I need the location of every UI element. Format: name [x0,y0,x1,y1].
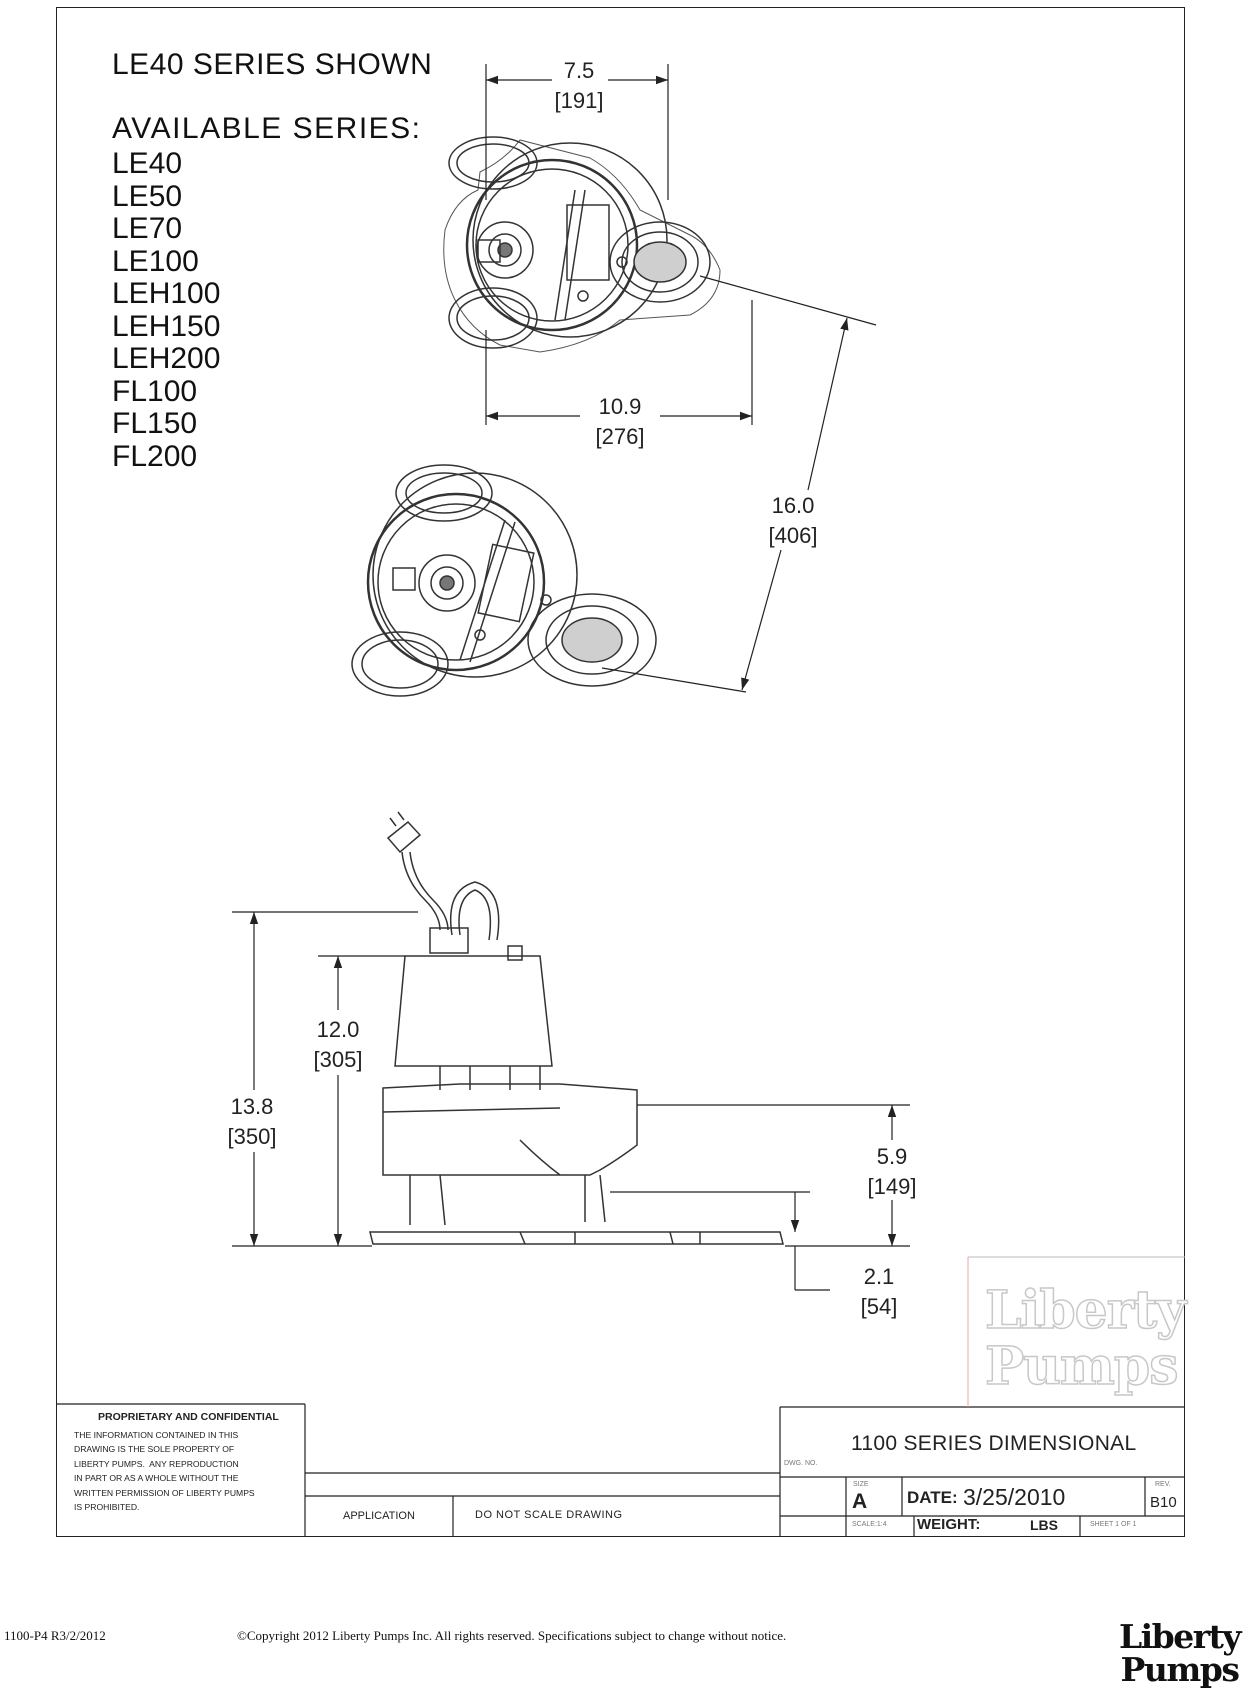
dim-height-body-in: 12.0 [316,1017,360,1042]
available-series-label: AVAILABLE SERIES: [112,112,422,145]
dim-height-total-mm: [350] [227,1124,277,1149]
weight-unit: LBS [1030,1517,1058,1533]
dwg-no-label: DWG. NO. [784,1460,818,1467]
dim-height-body: 12.0 [305] [302,1015,374,1075]
dim-diagonal-mm: [406] [768,523,818,548]
pump-side-view [369,811,784,1245]
sheet-label: SHEET 1 OF 1 [1090,1521,1137,1528]
dim-height-inlet-in: 5.9 [876,1144,908,1169]
logo-line-1: Liberty [984,1280,1187,1341]
dim-height-inlet: 5.9 [149] [852,1142,932,1202]
series-item: LE50 [112,179,183,213]
dim-top-width-mm: [191] [554,88,604,113]
dim-top-width: 7.5 [191] [554,56,604,116]
series-item: LE100 [112,244,199,278]
size-value: A [852,1490,868,1513]
date-value: 3/25/2010 [963,1484,1066,1510]
series-item: LEH100 [112,277,221,310]
logo-small-line-1: Liberty [1118,1617,1242,1656]
series-shown-label: LE40 SERIES SHOWN [112,48,433,81]
dim-base-height-mm: [54] [860,1294,898,1319]
dimension-lines [232,64,910,1291]
pump-top-view-upper [443,136,721,353]
dim-base-height-in: 2.1 [863,1264,895,1289]
size-label: SIZE [853,1481,869,1488]
proprietary-title: PROPRIETARY AND CONFIDENTIAL [98,1411,279,1423]
series-item: LE70 [112,212,183,245]
liberty-pumps-logo: Liberty Pumps [1117,1620,1242,1686]
pump-top-view-lower [351,464,657,697]
logo-small-line-2: Pumps [1120,1650,1240,1689]
copyright-notice: ©Copyright 2012 Liberty Pumps Inc. All r… [237,1628,787,1643]
proprietary-body: THE INFORMATION CONTAINED IN THIS DRAWIN… [74,1430,255,1513]
rev-value: B10 [1150,1494,1177,1511]
document-code: 1100-P4 R3/2/2012 [4,1628,106,1643]
scale-label: SCALE:1:4 [852,1521,887,1528]
drawing-frame [56,7,1185,1537]
dim-bottom-width-in: 10.9 [598,394,642,419]
series-item: FL150 [112,407,198,440]
liberty-pumps-watermark-logo: Liberty Pumps [984,1280,1187,1397]
dim-bottom-width: 10.9 [276] [582,392,658,452]
drawing-title: 1100 SERIES DIMENSIONAL [851,1432,1137,1455]
application-label: APPLICATION [343,1510,415,1522]
series-item: LEH200 [112,342,221,375]
dim-diagonal: 16.0 [406] [755,491,831,551]
dim-bottom-width-mm: [276] [595,424,645,449]
dim-diagonal-in: 16.0 [771,493,815,518]
series-item: LE40 [112,147,183,180]
dim-base-height: 2.1 [54] [846,1262,912,1322]
do-not-scale-label: DO NOT SCALE DRAWING [475,1509,623,1521]
dim-height-inlet-mm: [149] [867,1174,917,1199]
logo-line-2: Pumps [984,1336,1179,1397]
series-item: FL100 [112,374,198,408]
dim-height-body-mm: [305] [313,1047,363,1072]
dim-top-width-in: 7.5 [563,58,595,83]
title-block-grid [56,1256,1185,1537]
series-list: LE40 LE50 LE70 LE100 LEH100 LEH150 LEH20… [112,147,221,473]
rev-label: REV. [1155,1481,1171,1488]
series-item: LEH150 [112,309,221,343]
dim-height-total-in: 13.8 [230,1094,274,1119]
dim-height-total: 13.8 [350] [216,1092,288,1152]
series-item: FL200 [112,439,198,473]
date-label: DATE: [907,1488,958,1507]
weight-label: WEIGHT: [917,1516,981,1533]
